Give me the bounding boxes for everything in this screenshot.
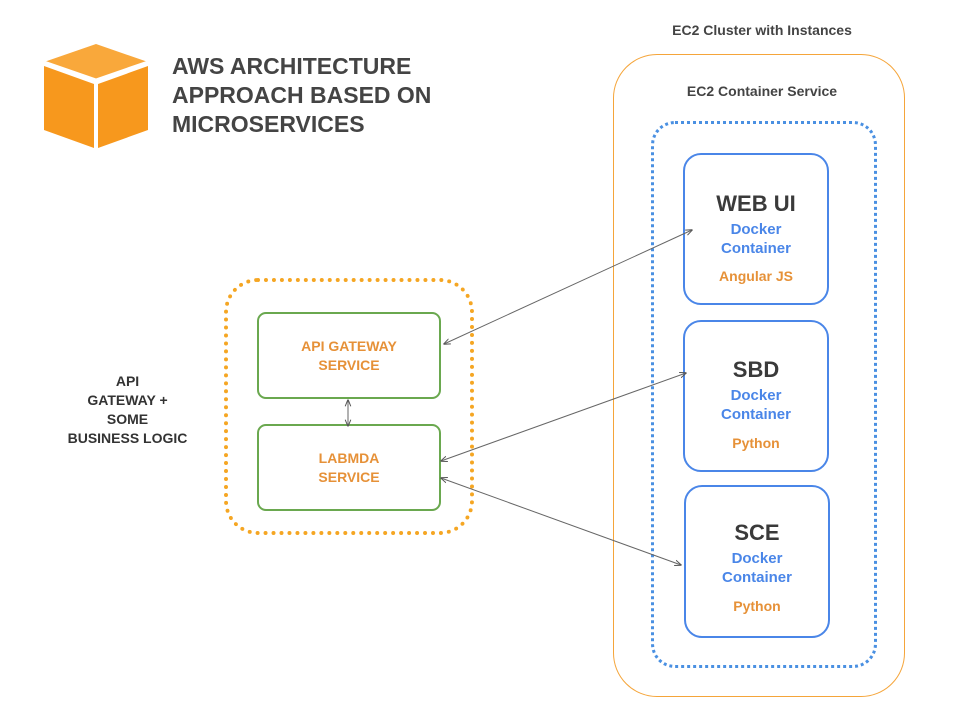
container-name: SBD <box>732 357 780 382</box>
side-label-line-1: API <box>115 373 140 389</box>
container-sbd[interactable]: SBD Docker Container Python <box>683 320 829 472</box>
container-type-line-2: Container <box>721 569 792 586</box>
container-language: Python <box>732 435 780 451</box>
side-label-line-3: SOME <box>106 411 149 427</box>
container-name: SCE <box>734 520 780 545</box>
title-line-2: APPROACH BASED ON <box>172 82 432 108</box>
container-service-label: EC2 Container Service <box>686 83 838 99</box>
side-label-line-4: BUSINESS LOGIC <box>67 430 188 446</box>
title-line-3: MICROSERVICES <box>172 111 365 137</box>
container-web-ui[interactable]: WEB UI Docker Container Angular JS <box>683 153 829 305</box>
cluster-label: EC2 Cluster with Instances <box>672 22 852 38</box>
lambda-label-2: SERVICE <box>318 468 380 485</box>
container-type-line-1: Docker <box>730 221 782 238</box>
api-gateway-label-2: SERVICE <box>318 356 380 373</box>
arrow-api-gateway-to-web-ui <box>444 230 692 344</box>
container-type: Docker Container <box>685 386 827 424</box>
container-type: Docker Container <box>685 220 827 258</box>
container-type-line-2: Container <box>720 406 791 423</box>
container-language: Python <box>733 598 781 614</box>
arrow-lambda-to-sbd <box>441 373 686 461</box>
api-gateway-service-box[interactable]: API GATEWAY SERVICE <box>257 312 441 399</box>
gateway-group-label: API GATEWAY + SOME BUSINESS LOGIC <box>55 372 200 448</box>
container-name: WEB UI <box>716 191 796 216</box>
lambda-label: LABMDA <box>318 449 380 466</box>
arrow-lambda-to-sce <box>441 478 681 565</box>
aws-cube-icon <box>43 44 149 148</box>
container-sce[interactable]: SCE Docker Container Python <box>684 485 830 638</box>
page-title: AWS ARCHITECTURE APPROACH BASED ON MICRO… <box>172 52 472 139</box>
container-type-line-1: Docker <box>731 550 783 567</box>
container-type-line-1: Docker <box>730 387 782 404</box>
container-type: Docker Container <box>686 549 828 587</box>
title-line-1: AWS ARCHITECTURE <box>172 53 412 79</box>
side-label-line-2: GATEWAY + <box>87 392 168 408</box>
api-gateway-label: API GATEWAY <box>301 337 397 354</box>
container-type-line-2: Container <box>720 240 791 257</box>
container-language: Angular JS <box>719 268 793 284</box>
